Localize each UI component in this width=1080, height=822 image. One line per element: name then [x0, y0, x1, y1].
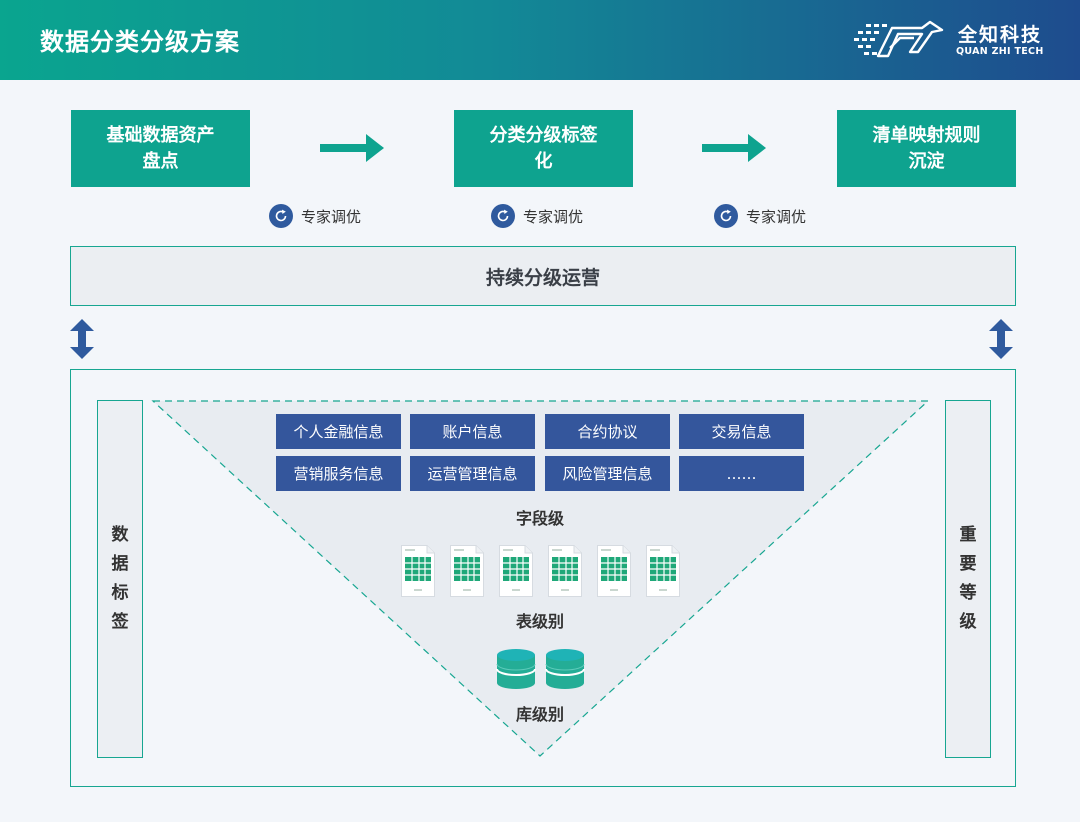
- field-tag: 交易信息: [679, 414, 804, 449]
- step-label: 分类分级标签化: [489, 124, 598, 172]
- header-bar: 数据分类分级方案 全知科技 QUAN ZHI TECH: [0, 0, 1080, 80]
- database-level-label: 库级别: [515, 705, 564, 724]
- expert-tuning-3: 专家调优: [714, 203, 806, 229]
- spreadsheet-icon: [450, 545, 484, 597]
- importance-level-label: 重要等级: [959, 525, 977, 632]
- logo-english-name: QUAN ZHI TECH: [956, 46, 1044, 57]
- data-tag-label: 数据标签: [111, 525, 129, 632]
- spreadsheet-icon: [548, 545, 582, 597]
- spreadsheet-icon: [499, 545, 533, 597]
- spreadsheet-icon: [597, 545, 631, 597]
- importance-level-label-box: 重要等级: [945, 400, 991, 758]
- expert-tuning-2: 专家调优: [491, 203, 583, 229]
- expert-tuning-1: 专家调优: [269, 203, 361, 229]
- logo-bird-icon: [854, 20, 944, 58]
- right-arrow-icon: [320, 134, 384, 162]
- step-asset-inventory: 基础数据资产盘点: [71, 110, 250, 187]
- operation-label: 持续分级运营: [485, 266, 600, 289]
- field-tag: 合约协议: [545, 414, 670, 449]
- expert-tuning-label: 专家调优: [523, 207, 584, 226]
- double-arrow-icon: [70, 319, 94, 359]
- continuous-operation-bar: 持续分级运营: [70, 246, 1016, 306]
- table-level-label: 表级别: [515, 612, 564, 631]
- database-icon: [545, 649, 585, 689]
- step-rule-consolidation: 清单映射规则沉淀: [837, 110, 1016, 187]
- company-logo: 全知科技 QUAN ZHI TECH: [852, 18, 1052, 62]
- step-classification-tagging: 分类分级标签化: [454, 110, 633, 187]
- data-tag-label-box: 数据标签: [97, 400, 143, 758]
- field-tag: ……: [679, 456, 804, 491]
- field-tag: 账户信息: [410, 414, 535, 449]
- spreadsheet-icon: [401, 545, 435, 597]
- logo-chinese-name: 全知科技: [958, 24, 1043, 46]
- field-tag: 营销服务信息: [276, 456, 401, 491]
- expert-tuning-label: 专家调优: [746, 207, 807, 226]
- double-arrow-icon: [989, 319, 1013, 359]
- refresh-icon: [491, 204, 515, 228]
- page-title: 数据分类分级方案: [40, 28, 240, 56]
- refresh-icon: [714, 204, 738, 228]
- expert-tuning-label: 专家调优: [301, 207, 362, 226]
- right-arrow-icon: [702, 134, 766, 162]
- field-level-label: 字段级: [515, 509, 564, 528]
- step-label: 清单映射规则沉淀: [872, 124, 981, 172]
- field-tag: 风险管理信息: [545, 456, 670, 491]
- field-tag: 个人金融信息: [276, 414, 401, 449]
- refresh-icon: [269, 204, 293, 228]
- database-icon: [496, 649, 536, 689]
- step-label: 基础数据资产盘点: [106, 124, 215, 172]
- spreadsheet-icon: [646, 545, 680, 597]
- field-tag: 运营管理信息: [410, 456, 535, 491]
